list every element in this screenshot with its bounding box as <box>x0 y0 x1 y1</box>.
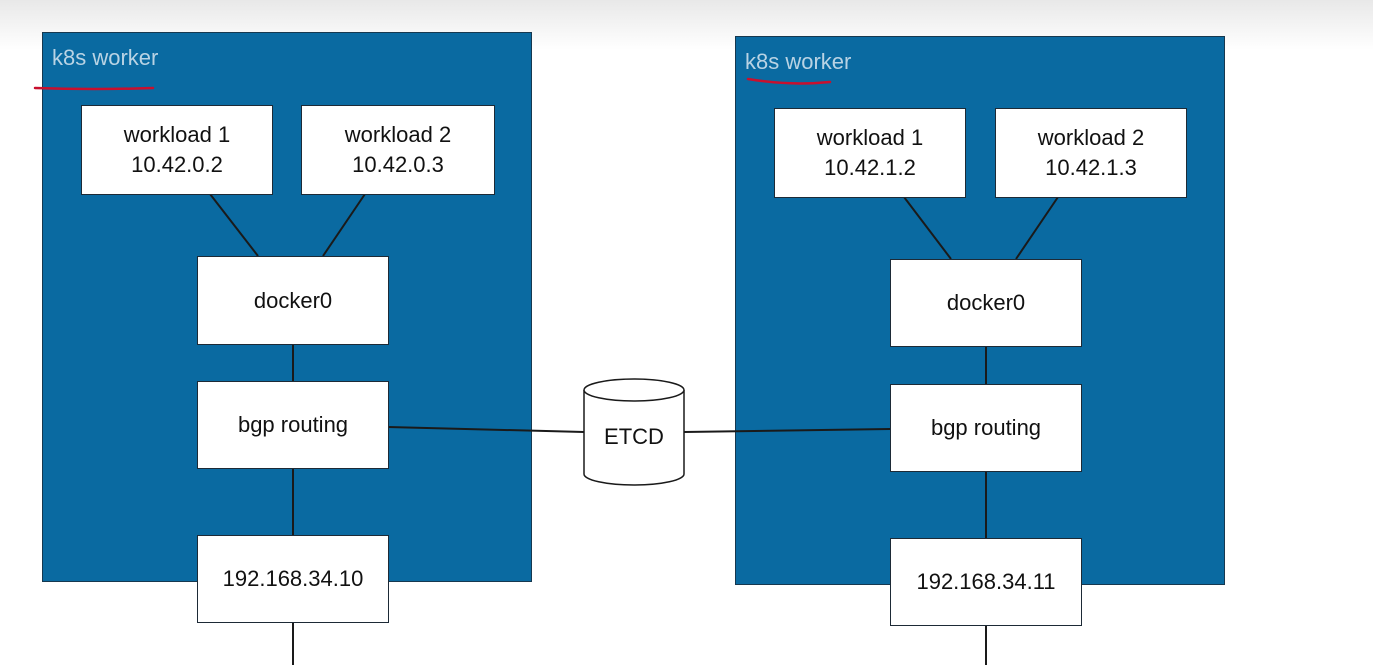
routing-label: bgp routing <box>237 412 349 437</box>
workload-name: workload 1 <box>816 125 924 150</box>
bridge-label: docker0 <box>946 290 1026 315</box>
bridge-label: docker0 <box>253 287 333 313</box>
host-ip-box: 192.168.34.10 <box>197 535 389 623</box>
workload-name: workload 2 <box>344 122 452 147</box>
workload-1-box: workload 1 10.42.1.2 <box>774 108 966 198</box>
etcd-label: ETCD <box>604 424 664 449</box>
docker0-box: docker0 <box>197 256 389 345</box>
workload-ip: 10.42.0.3 <box>352 152 444 177</box>
workload-ip: 10.42.0.2 <box>131 152 223 177</box>
bgp-routing-box: bgp routing <box>890 384 1082 472</box>
annotation-underline-right-title <box>746 77 832 85</box>
etcd-cylinder <box>583 378 685 486</box>
workload-ip: 10.42.1.2 <box>824 155 916 180</box>
workload-ip: 10.42.1.3 <box>1045 155 1137 180</box>
workload-1-box: workload 1 10.42.0.2 <box>81 105 273 195</box>
workload-2-box: workload 2 10.42.1.3 <box>995 108 1187 198</box>
workload-name: workload 1 <box>123 122 231 147</box>
routing-label: bgp routing <box>930 415 1042 440</box>
host-ip-label: 192.168.34.11 <box>916 569 1056 594</box>
bgp-routing-box: bgp routing <box>197 381 389 469</box>
docker0-box: docker0 <box>890 259 1082 347</box>
annotation-underline-left-title <box>33 86 155 91</box>
worker-title: k8s worker <box>745 49 852 74</box>
host-ip-label: 192.168.34.10 <box>222 566 364 591</box>
worker-title: k8s worker <box>52 45 159 70</box>
workload-name: workload 2 <box>1037 125 1145 150</box>
host-ip-box: 192.168.34.11 <box>890 538 1082 626</box>
workload-2-box: workload 2 10.42.0.3 <box>301 105 495 195</box>
